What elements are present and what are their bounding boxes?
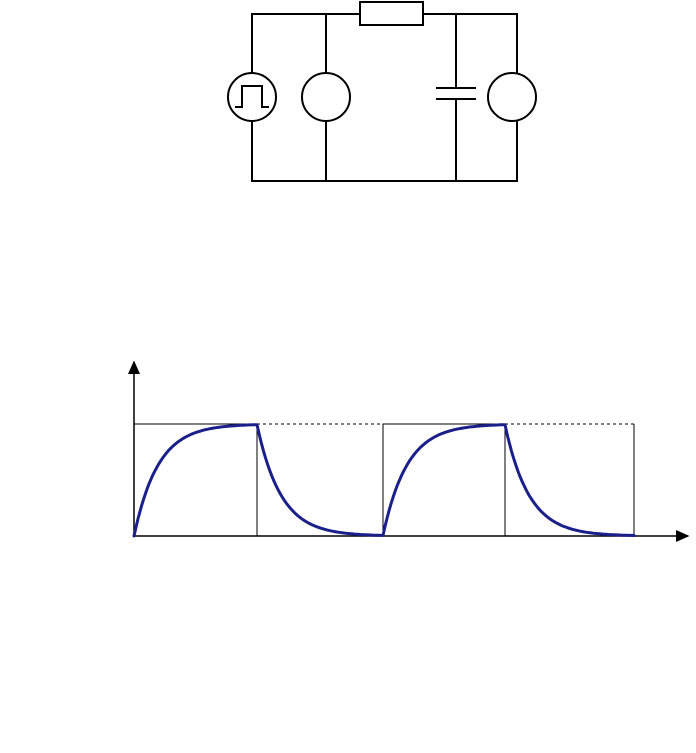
square-wave-solid <box>133 423 635 537</box>
rc-response-curve <box>132 423 636 538</box>
resistor <box>359 1 424 26</box>
square-pulse-icon <box>235 85 269 108</box>
square-wave-source <box>227 72 277 122</box>
meter-circle-left <box>301 72 351 122</box>
meter-circle-right <box>487 72 537 122</box>
input-square-wave <box>133 423 635 537</box>
